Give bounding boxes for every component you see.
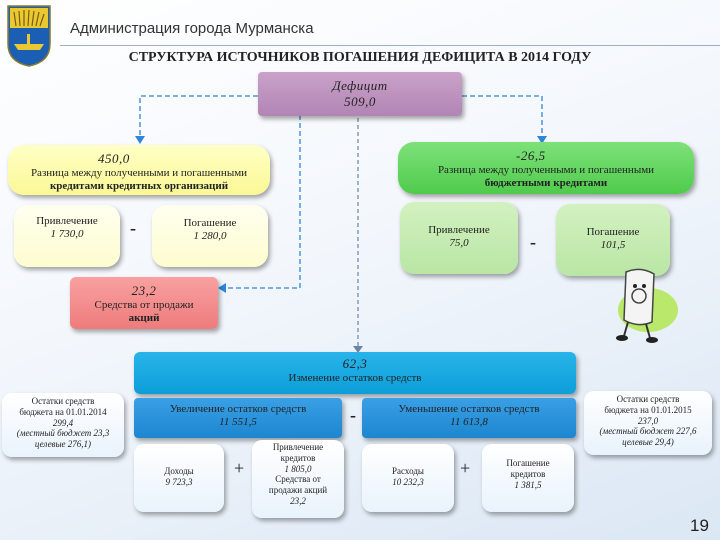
budget-raise-label: Привлечение bbox=[428, 224, 490, 236]
balance-end-line2: бюджета на 01.01.2015 bbox=[604, 404, 692, 415]
balance-change-label: Изменение остатков средств bbox=[288, 371, 422, 384]
raise-sales-line2: кредитов bbox=[280, 452, 316, 463]
raise-sales-line1: Привлечение bbox=[272, 442, 324, 452]
repay-line2: кредитов bbox=[510, 468, 546, 479]
increase-value: 11 551,5 bbox=[219, 416, 257, 429]
credit-orgs-repay-box: Погашение 1 280,0 bbox=[152, 205, 268, 267]
repay-line1: Погашение bbox=[506, 458, 550, 468]
credit-orgs-raise-box: Привлечение 1 730,0 bbox=[14, 205, 120, 267]
credit-orgs-repay-value: 1 280,0 bbox=[193, 230, 227, 243]
raise-sales-line3: Средства от bbox=[275, 474, 321, 485]
balance-start-line1: Остатки средств bbox=[31, 396, 95, 406]
expenses-box: Расходы 10 232,3 bbox=[362, 444, 454, 512]
header-divider bbox=[60, 45, 720, 46]
budget-repay-box: Погашение 101,5 bbox=[556, 204, 670, 276]
budget-credits-line1: Разница между полученными и погашенными bbox=[437, 163, 655, 176]
balance-end-value: 237,0 bbox=[637, 415, 659, 426]
balance-start-value: 299,4 bbox=[52, 417, 74, 428]
budget-raise-box: Привлечение 75,0 bbox=[400, 202, 518, 274]
credit-orgs-line2: кредитами кредитных организаций bbox=[49, 179, 229, 192]
credit-orgs-raise-value: 1 730,0 bbox=[50, 228, 84, 241]
credit-orgs-value: 450,0 bbox=[98, 151, 130, 166]
budget-credits-line2: бюджетными кредитами bbox=[484, 176, 608, 189]
minus-sign: - bbox=[130, 218, 136, 238]
raise-sales-value1: 1 805,0 bbox=[284, 463, 312, 474]
balance-start-line2: бюджета на 01.01.2014 bbox=[19, 406, 107, 417]
balance-change-box: 62,3 Изменение остатков средств bbox=[134, 352, 576, 394]
minus-sign: - bbox=[350, 405, 356, 425]
balance-start-detail1: (местный бюджет 23,3 bbox=[16, 428, 110, 439]
balance-start-box: Остатки средств бюджета на 01.01.2014 29… bbox=[2, 393, 124, 457]
decrease-value: 11 613,8 bbox=[450, 416, 488, 429]
header-org-name: Администрация города Мурманска bbox=[70, 20, 314, 37]
decrease-label: Уменьшение остатков средств bbox=[398, 403, 540, 415]
raise-sales-value2: 23,2 bbox=[290, 495, 306, 506]
repay-value: 1 381,5 bbox=[514, 479, 542, 490]
repay-box: Погашение кредитов 1 381,5 bbox=[482, 444, 574, 512]
credit-orgs-line1: Разница между полученными и погашенными bbox=[30, 166, 248, 179]
increase-label: Увеличение остатков средств bbox=[169, 403, 307, 415]
increase-box: Увеличение остатков средств 11 551,5 bbox=[134, 398, 342, 438]
income-box: Доходы 9 723,3 bbox=[134, 444, 224, 512]
income-label: Доходы bbox=[164, 466, 194, 476]
minus-sign: - bbox=[530, 232, 536, 252]
balance-end-detail2: целевые 29,4) bbox=[622, 437, 674, 448]
expenses-label: Расходы bbox=[392, 466, 424, 476]
plus-sign: + bbox=[234, 458, 245, 478]
shares-line1: Средства от продажи bbox=[94, 298, 194, 311]
budget-repay-value: 101,5 bbox=[600, 239, 626, 252]
raise-sales-line4: продажи акций bbox=[268, 485, 328, 496]
income-value: 9 723,3 bbox=[165, 476, 193, 487]
shares-value: 23,2 bbox=[131, 283, 157, 298]
murmansk-coat-of-arms-icon bbox=[7, 5, 51, 67]
balance-end-box: Остатки средств бюджета на 01.01.2015 23… bbox=[584, 391, 712, 455]
page-number: 19 bbox=[690, 516, 709, 535]
budget-credits-value: -26,5 bbox=[516, 148, 546, 163]
deficit-label: Дефицит bbox=[332, 78, 388, 93]
decrease-box: Уменьшение остатков средств 11 613,8 bbox=[362, 398, 576, 438]
plus-sign: + bbox=[460, 458, 471, 478]
shares-line2: акций bbox=[128, 311, 160, 324]
budget-raise-value: 75,0 bbox=[449, 237, 469, 250]
money-character-icon bbox=[616, 268, 678, 343]
credit-orgs-box: 450,0 Разница между полученными и погаше… bbox=[8, 145, 270, 195]
balance-change-value: 62,3 bbox=[342, 356, 368, 371]
credit-orgs-repay-label: Погашение bbox=[183, 217, 237, 229]
raise-sales-box: Привлечение кредитов 1 805,0 Средства от… bbox=[252, 440, 344, 518]
balance-end-line1: Остатки средств bbox=[616, 394, 680, 404]
page-title: СТРУКТУРА ИСТОЧНИКОВ ПОГАШЕНИЯ ДЕФИЦИТА … bbox=[128, 50, 592, 65]
balance-end-detail1: (местный бюджет 227,6 bbox=[599, 426, 697, 437]
credit-orgs-raise-label: Привлечение bbox=[36, 215, 98, 227]
balance-start-detail2: целевые 276,1) bbox=[34, 439, 92, 450]
expenses-value: 10 232,3 bbox=[392, 476, 424, 487]
budget-credits-box: -26,5 Разница между полученными и погаше… bbox=[398, 142, 694, 194]
deficit-box: Дефицит 509,0 bbox=[258, 72, 462, 116]
shares-box: 23,2 Средства от продажи акций bbox=[70, 277, 218, 329]
deficit-value: 509,0 bbox=[344, 93, 376, 109]
budget-repay-label: Погашение bbox=[586, 226, 640, 238]
